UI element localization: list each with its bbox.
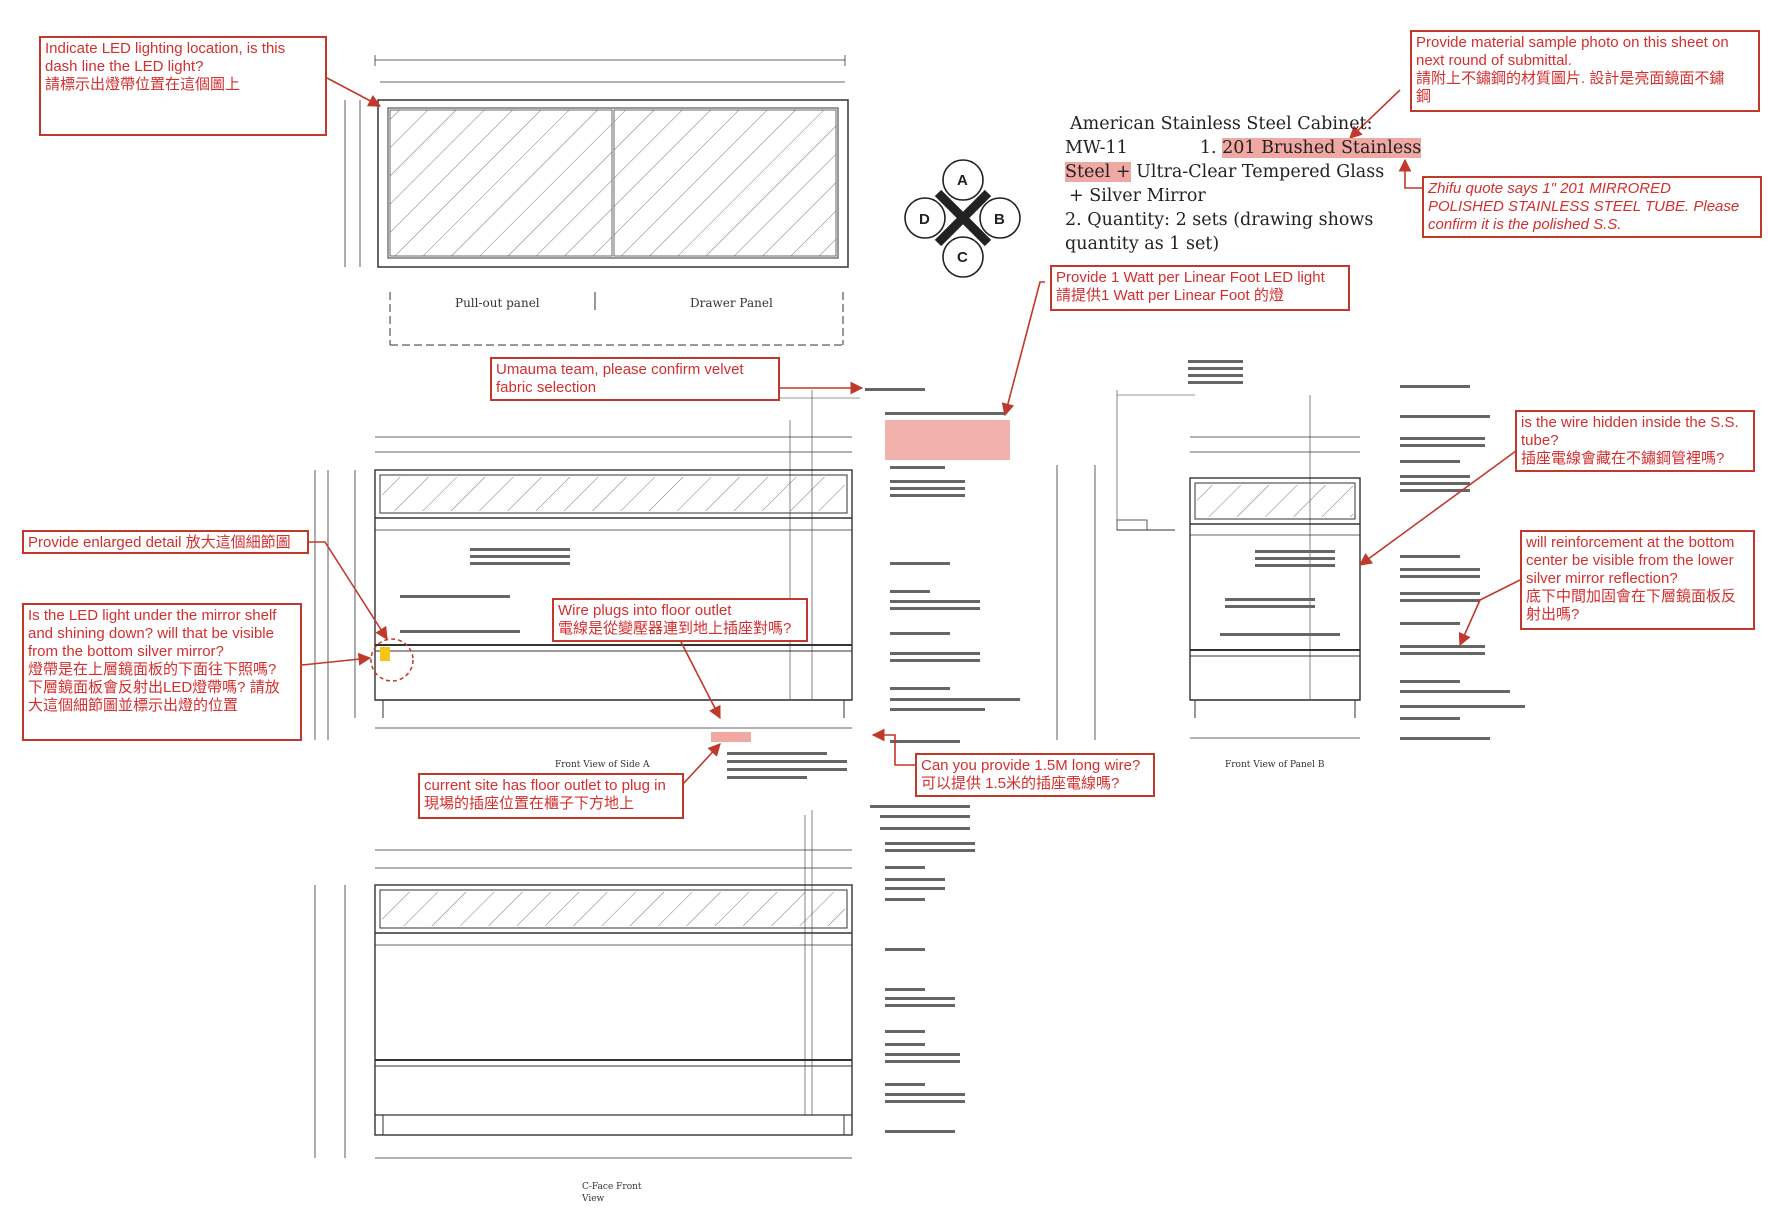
plan-view	[344, 55, 849, 346]
spec-code: MW-11	[1065, 138, 1128, 158]
compass-symbol	[904, 159, 1021, 278]
note-material-sample: Provide material sample photo on this sh…	[1410, 30, 1760, 112]
spec-mirror: + Silver Mirror	[1069, 186, 1206, 206]
spec-material-highlight-b: Steel +	[1065, 162, 1131, 182]
drawer-panel-label: Drawer Panel	[690, 296, 773, 310]
compass-b: B	[994, 211, 1005, 228]
spec-title: American Stainless Steel Cabinet:	[1070, 114, 1373, 134]
led-marker	[380, 647, 390, 661]
note-zhifu-quote: Zhifu quote says 1" 201 MIRRORED POLISHE…	[1422, 176, 1762, 238]
note-wire-plug: Wire plugs into floor outlet 電線是從變壓器連到地上…	[552, 598, 808, 642]
panel-b-spec-notes	[1188, 360, 1525, 740]
note-velvet-fabric: Umauma team, please confirm velvet fabri…	[490, 357, 780, 401]
note-site-outlet: current site has floor outlet to plug in…	[418, 773, 684, 819]
front-view-side-a	[314, 390, 860, 740]
spec-material-highlight-a: 201 Brushed Stainless	[1222, 138, 1422, 158]
note-led-wattage: Provide 1 Watt per Linear Foot LED light…	[1050, 265, 1350, 311]
outlet-marker	[711, 732, 751, 742]
note-led-shelf: Is the LED light under the mirror shelf …	[22, 603, 302, 741]
note-wire-hidden: is the wire hidden inside the S.S. tube?…	[1515, 410, 1755, 472]
spec-quantity-1: 2. Quantity: 2 sets (drawing shows	[1065, 210, 1374, 230]
note-led-location: Indicate LED lighting location, is this …	[39, 36, 327, 136]
spec-line-2: Steel + Ultra-Clear Tempered Glass	[1065, 160, 1435, 184]
led-spec-highlight	[885, 420, 1010, 460]
compass-d: D	[919, 211, 930, 228]
front-view-b-caption: Front View of Panel B	[1225, 760, 1325, 770]
compass-c: C	[957, 249, 968, 266]
front-view-a-caption: Front View of Side A	[555, 760, 650, 770]
cabinet-spec: American Stainless Steel Cabinet: MW-11 1…	[1065, 112, 1435, 256]
c-face-spec-notes	[870, 805, 975, 1133]
front-view-panel-b	[1056, 390, 1361, 740]
spec-quantity-2: quantity as 1 set)	[1065, 234, 1220, 254]
c-face-front-view	[314, 810, 853, 1159]
spec-item1-number: 1.	[1199, 138, 1217, 158]
note-wire-length: Can you provide 1.5M long wire? 可以提供 1.5…	[915, 753, 1155, 797]
side-a-spec-notes	[400, 388, 1020, 779]
compass-a: A	[957, 172, 968, 189]
spec-line-1: MW-11 1. 201 Brushed Stainless	[1065, 136, 1435, 160]
c-face-caption-2: View	[581, 1194, 605, 1204]
note-reinforcement: will reinforcement at the bottom center …	[1520, 530, 1755, 630]
note-enlarged-detail: Provide enlarged detail 放大這個細節圖	[22, 530, 309, 554]
spec-glass: Ultra-Clear Tempered Glass	[1130, 162, 1385, 182]
pullout-panel-label: Pull-out panel	[455, 296, 540, 310]
c-face-caption-1: C-Face Front	[582, 1182, 642, 1192]
